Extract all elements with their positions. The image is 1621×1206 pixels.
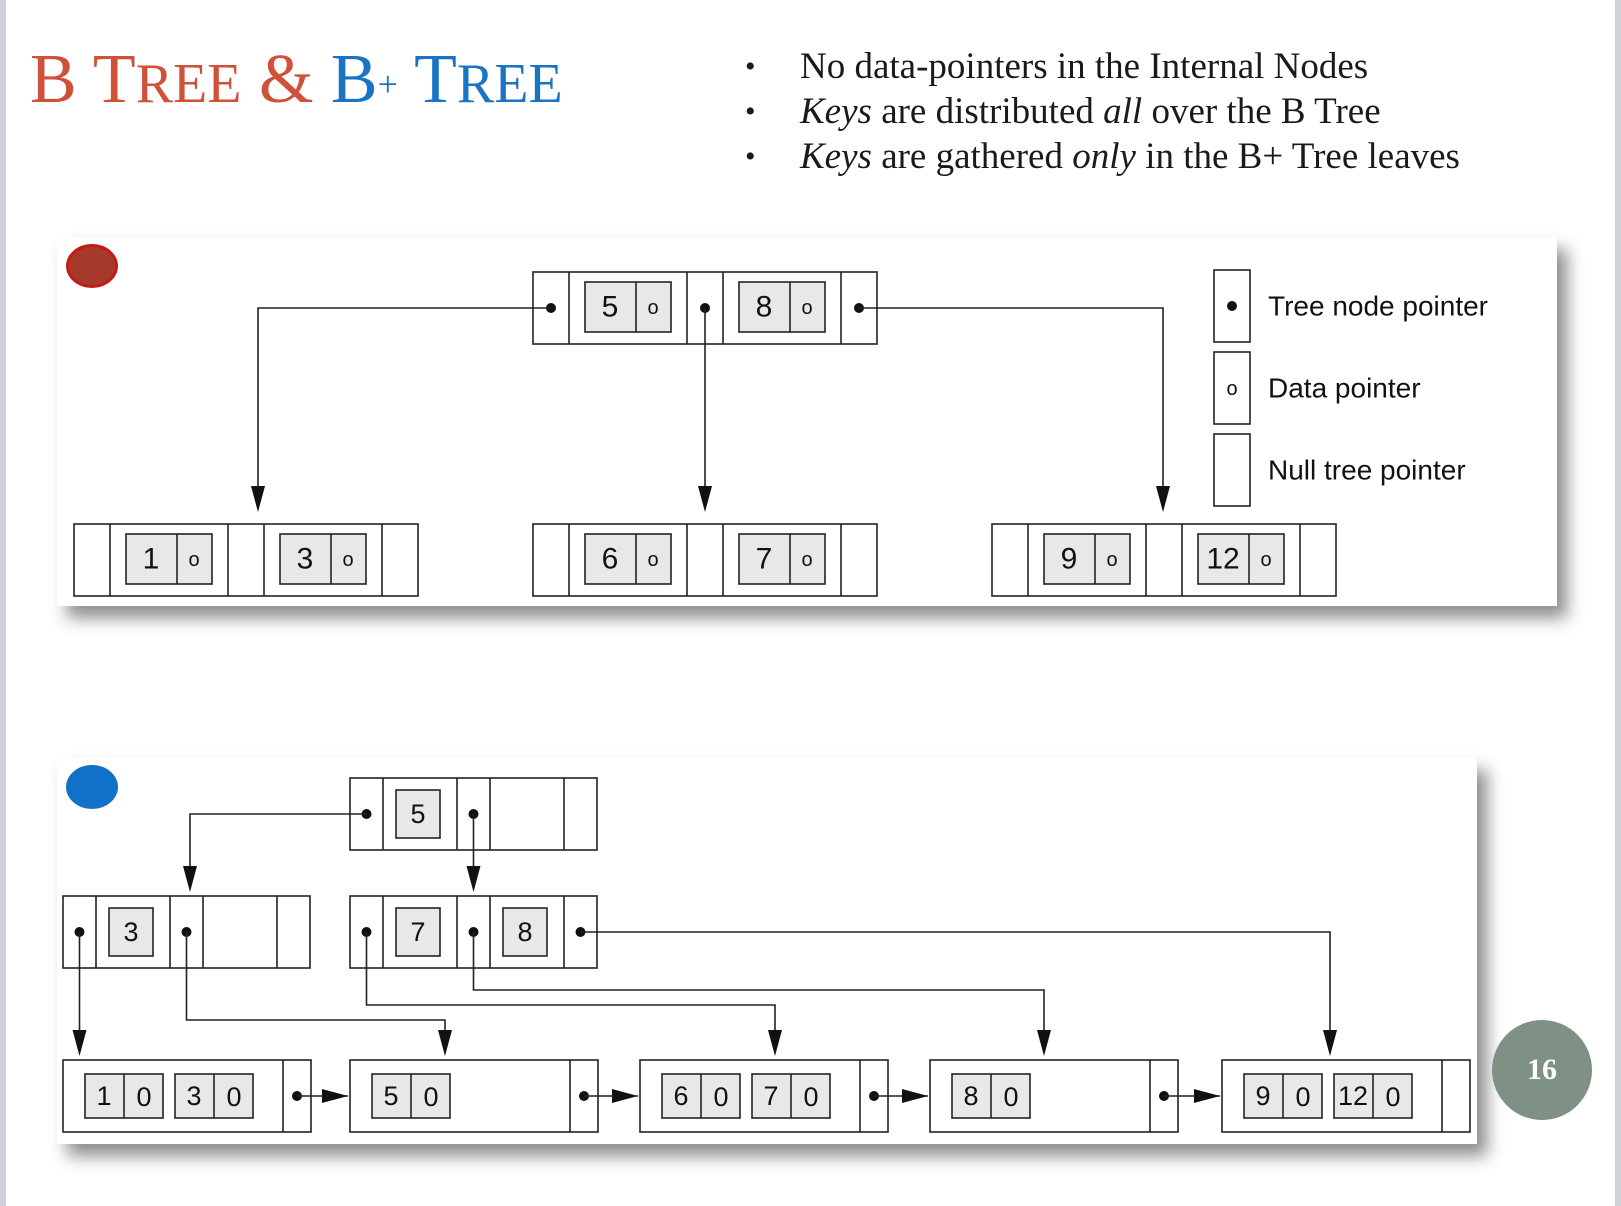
bullet-item: No data-pointers in the Internal Nodes [745,44,1460,89]
key-value: 8 [756,291,773,324]
leaf-key: 7 [763,1081,778,1111]
key-value: 5 [602,291,619,324]
key-cell [108,907,154,957]
data-pointer-symbol: o [342,549,353,571]
key-value: 6 [602,543,619,576]
bullet-list: No data-pointers in the Internal NodesKe… [745,44,1460,179]
key-value: 12 [1206,543,1239,576]
key-value: 5 [410,799,425,829]
legend-data-pointer-symbol: o [1226,378,1237,400]
b-tree-badge [66,244,118,288]
slide-right-border [1615,0,1621,1206]
key-cell [502,907,548,957]
title-bplus-tree: B+ TREE [330,41,563,118]
leaf-key: 5 [383,1081,398,1111]
leaf-key: 3 [186,1081,201,1111]
data-pointer-symbol: o [1260,549,1271,571]
legend-tree-pointer-dot [1227,301,1237,311]
leaf-key: 6 [673,1081,688,1111]
key-cell [395,907,441,957]
arrowhead [1156,486,1170,512]
leaf-data-pointer: 0 [803,1082,818,1112]
data-pointer-symbol: o [801,297,812,319]
key-value: 9 [1061,543,1078,576]
key-cell [584,281,672,333]
key-cell [1197,533,1285,585]
data-pointer-symbol: o [801,549,812,571]
legend-label: Null tree pointer [1268,455,1466,486]
slide-title: B TREE & B+ TREE [30,40,563,124]
page-number: 16 [1492,1020,1592,1120]
bplus-tree-child-link [185,932,446,1030]
bplus-tree-leaf-node [1221,1059,1471,1133]
data-pointer-symbol: o [188,549,199,571]
b-tree-leaf-node [532,523,878,597]
arrowhead [251,486,265,512]
arrowhead [438,1030,452,1056]
leaf-data-pointer: 0 [1295,1082,1310,1112]
key-value: 7 [410,917,425,947]
key-value: 8 [517,917,532,947]
key-value: 1 [143,543,160,576]
leaf-data-pointer: 0 [226,1082,241,1112]
b-tree-child-link [257,307,551,498]
leaf-key: 9 [1255,1081,1270,1111]
arrowhead [183,866,197,892]
arrowhead [1323,1030,1337,1056]
arrowhead [72,1030,87,1056]
key-cell [279,533,367,585]
leaf-key: 12 [1338,1081,1368,1111]
arrowhead [768,1030,782,1056]
key-cell [1043,533,1131,585]
title-b-tree: B TREE & [30,41,331,118]
bplus-tree-child-link [365,932,776,1030]
slide-left-border [0,0,6,1206]
legend-label: Tree node pointer [1268,291,1488,322]
b-tree-leaf-node [991,523,1337,597]
arrowhead [1194,1089,1220,1103]
bullet-item: Keys are gathered only in the B+ Tree le… [745,134,1460,179]
key-cell [395,789,441,839]
key-cell [125,533,213,585]
data-pointer-symbol: o [647,297,658,319]
arrowhead [322,1089,348,1103]
bplus-tree-child-link [472,932,1045,1030]
legend-label: Data pointer [1268,373,1421,404]
key-cell [584,533,672,585]
b-tree-leaf-node [73,523,419,597]
key-value: 7 [756,543,773,576]
arrowhead [466,866,481,892]
leaf-data-pointer: 0 [1385,1082,1400,1112]
legend-swatch [1213,351,1251,425]
arrowhead [612,1089,638,1103]
data-pointer-symbol: o [1106,549,1117,571]
leaf-data-pointer: 0 [1003,1082,1018,1112]
bullet-item: Keys are distributed all over the B Tree [745,89,1460,134]
leaf-key: 8 [963,1081,978,1111]
arrowhead [902,1089,928,1103]
data-pointer-symbol: o [647,549,658,571]
leaf-key: 1 [96,1081,111,1111]
legend-swatch [1213,269,1251,343]
key-cell [738,281,826,333]
key-cell [738,533,826,585]
leaf-data-pointer: 0 [136,1082,151,1112]
arrowhead [1037,1030,1051,1056]
bplus-tree-badge [66,765,118,809]
bplus-tree-child-link [189,813,367,870]
leaf-data-pointer: 0 [423,1082,438,1112]
arrowhead [698,486,712,512]
bplus-tree-child-link [580,931,1331,1030]
key-value: 3 [123,917,138,947]
b-tree-child-link [859,307,1164,498]
leaf-data-pointer: 0 [713,1082,728,1112]
legend-swatch [1213,433,1251,507]
key-value: 3 [297,543,314,576]
